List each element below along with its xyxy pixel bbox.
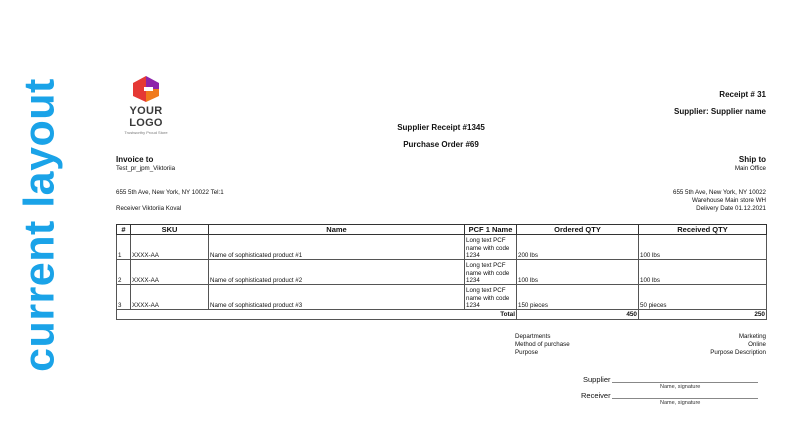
row-name: Name of sophisticated product #2: [208, 259, 465, 285]
row-num: 2: [116, 259, 131, 285]
logo-tagline: Trustworthy Proud Store: [124, 130, 168, 135]
row-received: 50 pieces: [638, 284, 767, 310]
ship-heading: Ship to: [738, 155, 766, 164]
supplier-signature-caption: Name, signature: [660, 384, 701, 390]
col-header-pcf: PCF 1 Name: [464, 224, 517, 235]
table-row: 2 XXXX-AA Name of sophisticated product …: [116, 259, 767, 285]
logo-text: YOUR LOGO: [129, 105, 163, 129]
pcf-value: Long text PCF name with code 1234: [466, 287, 510, 309]
meta-departments-value: Marketing: [738, 333, 766, 340]
row-pcf: Long text PCF name with code 1234: [464, 234, 517, 260]
ship-warehouse: Warehouse Main store WH: [691, 197, 766, 204]
row-pcf: Long text PCF name with code 1234: [464, 259, 517, 285]
supplier-signature-line: [612, 382, 758, 383]
doc-title: Supplier Receipt #1345: [397, 123, 485, 132]
row-num: 1: [116, 234, 131, 260]
receipt-document: YOUR LOGO Trustworthy Proud Store Receip…: [107, 0, 775, 448]
col-header-received: Received QTY: [638, 224, 767, 235]
invoice-receiver: Receiver Viktoriia Koval: [116, 205, 182, 212]
total-ordered: 450: [516, 309, 639, 320]
invoice-name: Test_pr_jpm_Viktoriia: [116, 165, 176, 172]
row-received: 100 lbs: [638, 259, 767, 285]
row-name: Name of sophisticated product #3: [208, 284, 465, 310]
total-row: Total 450 250: [116, 309, 767, 320]
row-ordered: 100 lbs: [516, 259, 639, 285]
invoice-heading: Invoice to: [116, 155, 154, 164]
col-header-num: #: [116, 224, 131, 235]
row-sku: XXXX-AA: [130, 259, 209, 285]
logo-icon: [133, 76, 159, 102]
meta-purpose-label: Purpose: [515, 349, 539, 356]
row-num: 3: [116, 284, 131, 310]
side-label: current layout: [15, 78, 64, 372]
ship-name: Main Office: [734, 165, 766, 172]
meta-method-label: Method of purchase: [515, 341, 570, 348]
col-header-sku: SKU: [130, 224, 209, 235]
supplier-name: Supplier: Supplier name: [673, 107, 766, 116]
row-ordered: 150 pieces: [516, 284, 639, 310]
invoice-address: 655 5th Ave, New York, NY 10022 Tel:1: [116, 189, 224, 196]
ship-address: 655 5th Ave, New York, NY 10022: [673, 189, 766, 196]
table-row: 3 XXXX-AA Name of sophisticated product …: [116, 284, 767, 310]
receiver-signature-label: Receiver: [581, 391, 611, 400]
ship-delivery-date: Delivery Date 01.12.2021: [696, 205, 766, 212]
row-name: Name of sophisticated product #1: [208, 234, 465, 260]
row-received: 100 lbs: [638, 234, 767, 260]
table-header-row: # SKU Name PCF 1 Name Ordered QTY Receiv…: [116, 224, 767, 235]
row-sku: XXXX-AA: [130, 234, 209, 260]
supplier-signature-label: Supplier: [583, 375, 611, 384]
row-sku: XXXX-AA: [130, 284, 209, 310]
receiver-signature-caption: Name, signature: [660, 400, 701, 406]
meta-departments-label: Departments: [515, 333, 551, 340]
row-pcf: Long text PCF name with code 1234: [464, 284, 517, 310]
company-logo: YOUR LOGO Trustworthy Proud Store: [115, 74, 177, 135]
row-ordered: 200 lbs: [516, 234, 639, 260]
total-received: 250: [638, 309, 767, 320]
items-table: # SKU Name PCF 1 Name Ordered QTY Receiv…: [116, 224, 767, 320]
pcf-value: Long text PCF name with code 1234: [466, 237, 510, 259]
receiver-signature-line: [612, 398, 758, 399]
receipt-number: Receipt # 31: [719, 90, 766, 99]
total-label: Total: [116, 309, 517, 320]
purchase-order-title: Purchase Order #69: [403, 140, 479, 149]
meta-method-value: Online: [748, 341, 766, 348]
pcf-value: Long text PCF name with code 1234: [466, 262, 510, 284]
meta-purpose-value: Purpose Description: [710, 349, 766, 356]
col-header-name: Name: [208, 224, 465, 235]
col-header-ordered: Ordered QTY: [516, 224, 639, 235]
table-row: 1 XXXX-AA Name of sophisticated product …: [116, 234, 767, 260]
